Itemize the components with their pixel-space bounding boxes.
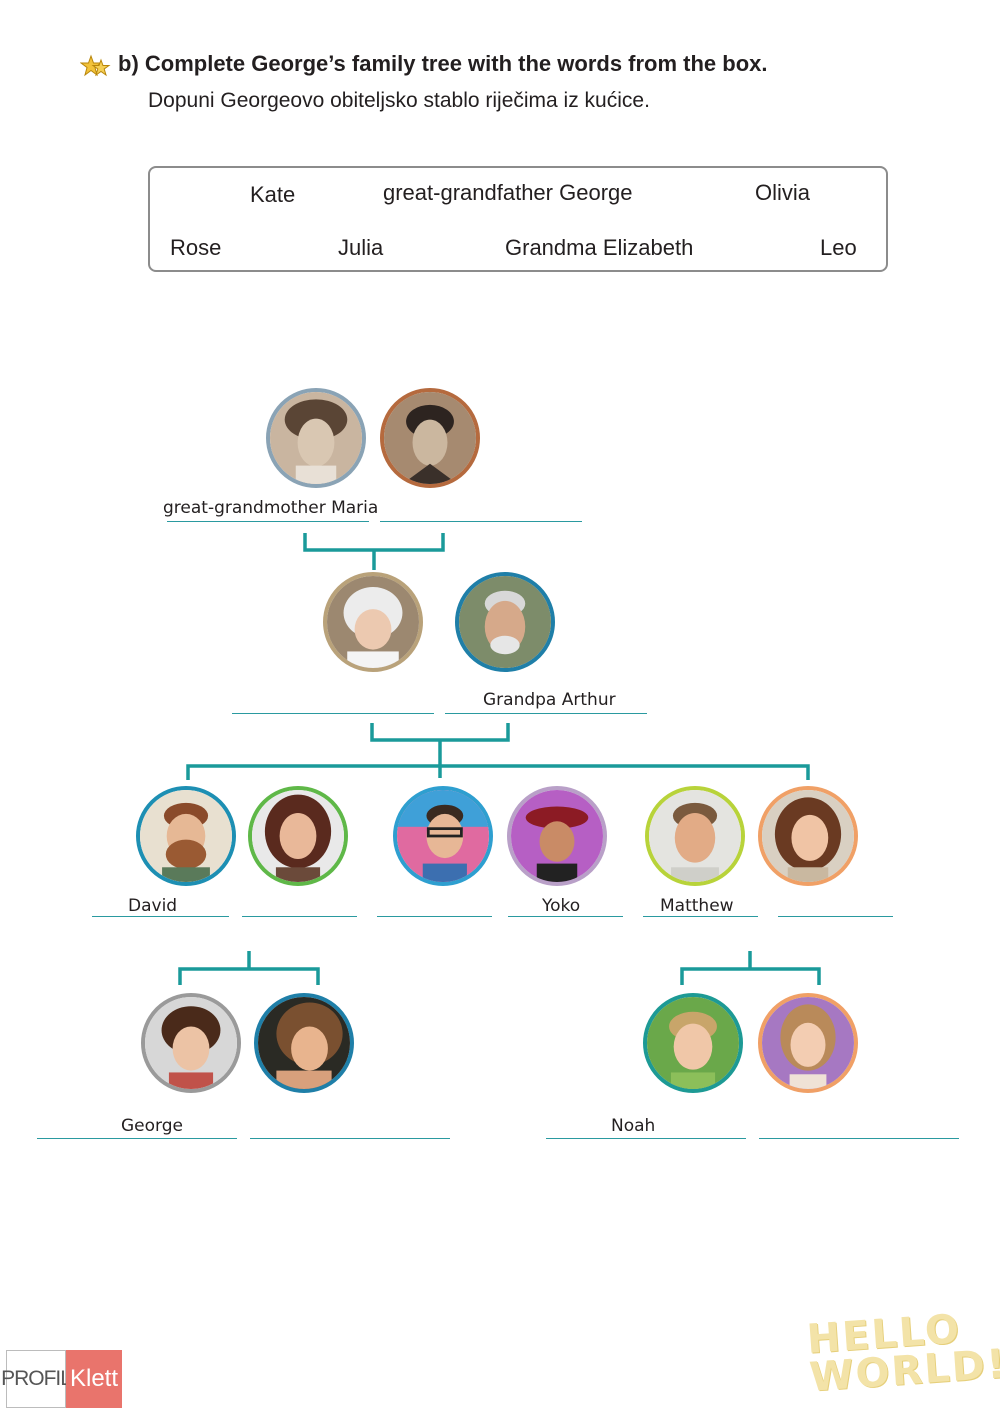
word-box-item: Kate <box>250 182 296 207</box>
word-box: Kate great-grandfather George Olivia Ros… <box>148 166 888 272</box>
word-box-item: great-grandfather George <box>383 180 633 205</box>
word-box-item: Olivia <box>755 180 811 205</box>
great-grandmother-photo <box>266 388 366 488</box>
publisher-logo: PROFIL Klett <box>1 1350 122 1408</box>
answer-line-david-wife[interactable] <box>242 916 357 917</box>
label-yoko: Yoko <box>542 896 581 916</box>
connector-great-grandparents <box>303 533 445 552</box>
hello-world-logo: HELLO WORLD! <box>805 1306 1000 1401</box>
david-wife-photo <box>248 786 348 886</box>
label-george: George <box>121 1116 183 1136</box>
word-box-item: Rose <box>170 235 222 260</box>
stars-icon <box>80 54 111 77</box>
word-box-item: Leo <box>820 235 857 260</box>
yoko-husband-photo <box>393 786 493 886</box>
label-matthew: Matthew <box>660 896 734 916</box>
grandmother-photo <box>323 572 423 672</box>
yoko-photo <box>507 786 607 886</box>
connector-children <box>186 764 810 780</box>
publisher-logo-right: Klett <box>66 1350 122 1408</box>
great-grandfather-photo <box>380 388 480 488</box>
connector-grandparents <box>370 723 510 742</box>
answer-line-great-grandmother <box>167 521 369 522</box>
answer-line-great-grandfather[interactable] <box>380 521 582 522</box>
answer-line-george <box>37 1138 237 1139</box>
connector-david-family <box>178 967 320 985</box>
grandfather-photo <box>455 572 555 672</box>
matthew-photo <box>645 786 745 886</box>
answer-line-grandfather <box>445 713 647 714</box>
george-photo <box>141 993 241 1093</box>
answer-line-yoko-husband[interactable] <box>377 916 492 917</box>
answer-line-david <box>92 916 229 917</box>
david-photo <box>136 786 236 886</box>
exercise-subtitle: Dopuni Georgeovo obiteljsko stablo riječ… <box>148 89 650 112</box>
george-sister-photo <box>254 993 354 1093</box>
word-box-item: Grandma Elizabeth <box>505 235 694 260</box>
matthew-wife-photo <box>758 786 858 886</box>
answer-line-matthew <box>643 916 758 917</box>
label-david: David <box>128 896 178 916</box>
answer-line-grandmother[interactable] <box>232 713 434 714</box>
answer-line-noah-sister[interactable] <box>759 1138 959 1139</box>
answer-line-noah <box>546 1138 746 1139</box>
label-noah: Noah <box>611 1116 656 1136</box>
noah-photo <box>643 993 743 1093</box>
answer-line-george-sister[interactable] <box>250 1138 450 1139</box>
connector-matthew-family <box>680 967 821 985</box>
noah-sister-photo <box>758 993 858 1093</box>
label-great-grandmother: great-grandmother Maria <box>163 498 379 518</box>
answer-line-yoko <box>508 916 623 917</box>
exercise-title: b) Complete George’s family tree with th… <box>118 51 768 76</box>
word-box-item: Julia <box>338 235 384 260</box>
answer-line-matthew-wife[interactable] <box>778 916 893 917</box>
publisher-logo-left: PROFIL <box>1 1350 72 1408</box>
hello-world-logo-line2: WORLD! <box>807 1341 1000 1401</box>
label-grandfather: Grandpa Arthur <box>483 690 616 710</box>
